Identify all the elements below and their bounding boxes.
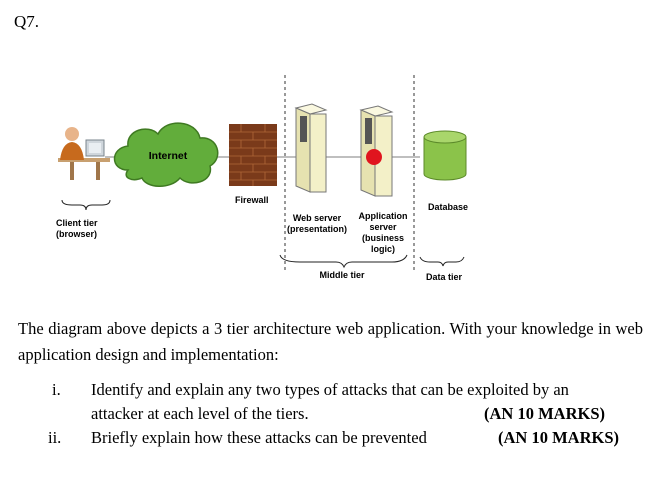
app-server-label-line1: Application — [358, 211, 408, 221]
item-2-numeral: ii. — [48, 428, 62, 447]
data-tier-brace — [419, 256, 465, 267]
firewall-icon — [229, 124, 277, 186]
application-server-icon — [359, 105, 394, 197]
app-server-label-line4: logic) — [371, 244, 395, 254]
architecture-diagram — [58, 75, 467, 270]
data-tier-label: Data tier — [426, 272, 463, 282]
client-tier-label: Client tier (browser) — [56, 218, 98, 240]
internet-label: Internet — [148, 150, 188, 162]
client-user-icon — [58, 127, 110, 180]
web-server-label-line2: (presentation) — [286, 224, 347, 234]
middle-tier-brace — [279, 254, 408, 269]
client-tier-label-line1: Client tier — [56, 218, 98, 228]
client-tier-label-line2: (browser) — [56, 229, 98, 239]
database-label: Database — [428, 202, 469, 212]
item-1-line1: Identify and explain any two types of at… — [91, 380, 569, 399]
middle-tier-label: Middle tier — [319, 270, 365, 280]
web-server-label-line1: Web server — [292, 213, 342, 223]
item-2-line1: Briefly explain how these attacks can be… — [91, 428, 427, 447]
application-server-label: Application server (business logic) — [352, 211, 414, 255]
web-server-label: Web server (presentation) — [282, 213, 352, 235]
database-icon — [423, 130, 467, 181]
app-server-status-dot — [366, 149, 382, 165]
client-tier-brace — [61, 199, 111, 211]
web-server-icon — [294, 103, 328, 193]
question-number: Q7. — [14, 12, 40, 31]
firewall-label: Firewall — [235, 195, 269, 205]
app-server-label-line3: (business — [361, 233, 404, 243]
internet-cloud-icon — [113, 122, 219, 187]
item-1-marks: (AN 10 MARKS) — [484, 404, 605, 423]
item-1-line2: attacker at each level of the tiers. — [91, 404, 309, 423]
app-server-label-line2: server — [369, 222, 397, 232]
item-1-numeral: i. — [52, 380, 61, 399]
question-intro: The diagram above depicts a 3 tier archi… — [18, 319, 643, 364]
item-2-marks: (AN 10 MARKS) — [498, 428, 619, 447]
